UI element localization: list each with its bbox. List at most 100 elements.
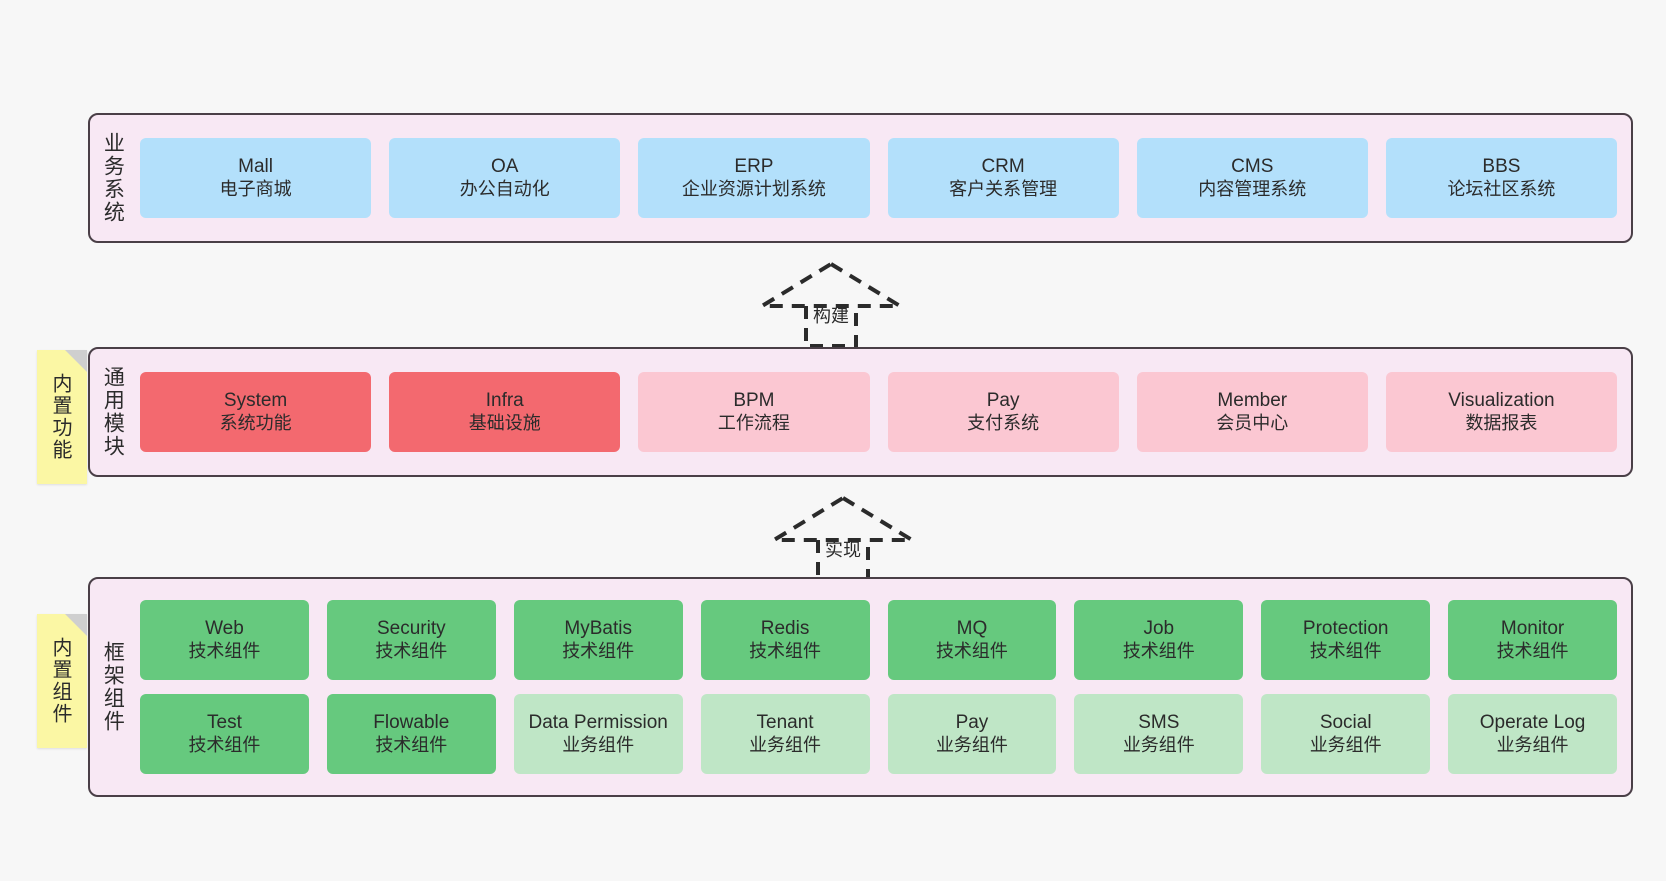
sticky-note-builtin-function: 内置功能 [37,350,87,484]
connector-build-label: 构建 [813,306,849,326]
connector-implement-label: 实现 [825,540,861,560]
node-tenant[interactable]: Tenant 业务组件 [700,694,870,774]
node-member-subtitle: 会员中心 [1216,412,1289,433]
node-social-subtitle: 业务组件 [1309,734,1382,755]
dashed-generalization-arrow-up-icon [768,495,918,582]
node-bbs-title: BBS [1482,156,1521,178]
node-pay-component-subtitle: 业务组件 [935,734,1008,755]
band-common-modules-label: 通用模块 [101,366,125,458]
node-crm-subtitle: 客户关系管理 [949,178,1058,199]
node-job-subtitle: 技术组件 [1122,640,1195,661]
node-infra-title: Infra [485,390,524,412]
node-mybatis-subtitle: 技术组件 [562,640,635,661]
node-sms-subtitle: 业务组件 [1122,734,1195,755]
node-bbs-subtitle: 论坛社区系统 [1447,178,1556,199]
node-test[interactable]: Test 技术组件 [140,694,309,774]
node-flowable-subtitle: 技术组件 [375,734,448,755]
node-pay-component-title: Pay [955,712,989,734]
node-oa[interactable]: OA 办公自动化 [389,138,621,218]
node-redis-title: Redis [760,618,810,640]
node-pay-common-title: Pay [986,390,1020,412]
band-business-systems-label: 业务系统 [101,132,125,224]
node-system-title: System [223,390,288,412]
node-monitor[interactable]: Monitor 技术组件 [1448,600,1617,680]
node-mybatis[interactable]: MyBatis 技术组件 [513,600,683,680]
node-pay-common[interactable]: Pay 支付系统 [887,372,1119,452]
node-cms-subtitle: 内容管理系统 [1198,178,1307,199]
sticky-note-builtin-function-text: 内置功能 [49,373,71,461]
node-sms-title: SMS [1138,712,1180,734]
node-member[interactable]: Member 会员中心 [1136,372,1368,452]
node-mq[interactable]: MQ 技术组件 [887,600,1057,680]
node-web-title: Web [205,618,244,640]
node-job[interactable]: Job 技术组件 [1074,600,1244,680]
node-monitor-subtitle: 技术组件 [1496,640,1569,661]
node-oa-title: OA [491,156,519,178]
node-data-permission-title: Data Permission [528,712,668,734]
node-mall[interactable]: Mall 电子商城 [140,138,372,218]
node-infra-subtitle: 基础设施 [468,412,541,433]
band-common-modules-row: System 系统功能 Infra 基础设施 BPM 工作流程 Pay 支付系统… [140,372,1618,452]
node-erp[interactable]: ERP 企业资源计划系统 [638,138,870,218]
node-visualization-subtitle: 数据报表 [1465,412,1538,433]
node-security-title: Security [376,618,446,640]
node-infra[interactable]: Infra 基础设施 [389,372,621,452]
node-test-title: Test [207,712,242,734]
node-redis[interactable]: Redis 技术组件 [700,600,870,680]
band-framework-components-label: 框架组件 [101,641,125,733]
sticky-note-builtin-component-text: 内置组件 [49,637,71,725]
node-web[interactable]: Web 技术组件 [140,600,309,680]
node-bbs[interactable]: BBS 论坛社区系统 [1385,138,1618,218]
node-mq-subtitle: 技术组件 [935,640,1008,661]
dashed-generalization-arrow-up-icon [756,261,906,348]
node-visualization-title: Visualization [1448,390,1555,412]
node-bpm[interactable]: BPM 工作流程 [638,372,870,452]
node-tenant-title: Tenant [756,712,814,734]
band-business-systems-row: Mall 电子商城 OA 办公自动化 ERP 企业资源计划系统 CRM 客户关系… [140,138,1618,218]
band-common-modules-body: System 系统功能 Infra 基础设施 BPM 工作流程 Pay 支付系统… [134,349,1631,475]
band-common-modules[interactable]: 通用模块 System 系统功能 Infra 基础设施 BPM 工作流程 Pay [88,347,1633,477]
node-mybatis-title: MyBatis [564,618,632,640]
node-pay-common-subtitle: 支付系统 [967,412,1040,433]
node-sms[interactable]: SMS 业务组件 [1074,694,1244,774]
node-data-permission-subtitle: 业务组件 [562,734,635,755]
node-mall-subtitle: 电子商城 [219,178,292,199]
node-cms[interactable]: CMS 内容管理系统 [1136,138,1368,218]
node-data-permission[interactable]: Data Permission 业务组件 [513,694,683,774]
band-framework-components-body: Web 技术组件 Security 技术组件 MyBatis 技术组件 Redi… [134,579,1631,795]
node-flowable[interactable]: Flowable 技术组件 [326,694,496,774]
node-erp-title: ERP [734,156,774,178]
node-redis-subtitle: 技术组件 [749,640,822,661]
node-bpm-title: BPM [733,390,775,412]
node-job-title: Job [1143,618,1175,640]
node-bpm-subtitle: 工作流程 [717,412,790,433]
node-visualization[interactable]: Visualization 数据报表 [1385,372,1618,452]
band-framework-row-business: Test 技术组件 Flowable 技术组件 Data Permission … [140,694,1617,774]
node-mq-title: MQ [956,618,988,640]
node-social[interactable]: Social 业务组件 [1261,694,1431,774]
connector-implement: 实现 [768,492,918,582]
node-operate-log-title: Operate Log [1479,712,1586,734]
node-pay-component[interactable]: Pay 业务组件 [887,694,1057,774]
node-social-title: Social [1319,712,1372,734]
node-crm-title: CRM [981,156,1025,178]
node-oa-subtitle: 办公自动化 [459,178,550,199]
node-crm[interactable]: CRM 客户关系管理 [887,138,1119,218]
node-protection[interactable]: Protection 技术组件 [1261,600,1431,680]
node-cms-title: CMS [1231,156,1274,178]
node-operate-log[interactable]: Operate Log 业务组件 [1448,694,1617,774]
sticky-note-builtin-component: 内置组件 [37,614,87,748]
node-member-title: Member [1217,390,1288,412]
node-system[interactable]: System 系统功能 [140,372,372,452]
band-framework-row-technical: Web 技术组件 Security 技术组件 MyBatis 技术组件 Redi… [140,600,1617,680]
band-business-systems[interactable]: 业务系统 Mall 电子商城 OA 办公自动化 ERP 企业资源计划系统 CRM [88,113,1633,243]
node-security[interactable]: Security 技术组件 [326,600,496,680]
node-tenant-subtitle: 业务组件 [749,734,822,755]
node-system-subtitle: 系统功能 [219,412,292,433]
node-protection-title: Protection [1302,618,1389,640]
sticky-fold-corner-icon [65,350,87,372]
band-framework-components[interactable]: 框架组件 Web 技术组件 Security 技术组件 MyBatis 技术组件… [88,577,1633,797]
node-security-subtitle: 技术组件 [375,640,448,661]
band-business-systems-body: Mall 电子商城 OA 办公自动化 ERP 企业资源计划系统 CRM 客户关系… [134,115,1631,241]
